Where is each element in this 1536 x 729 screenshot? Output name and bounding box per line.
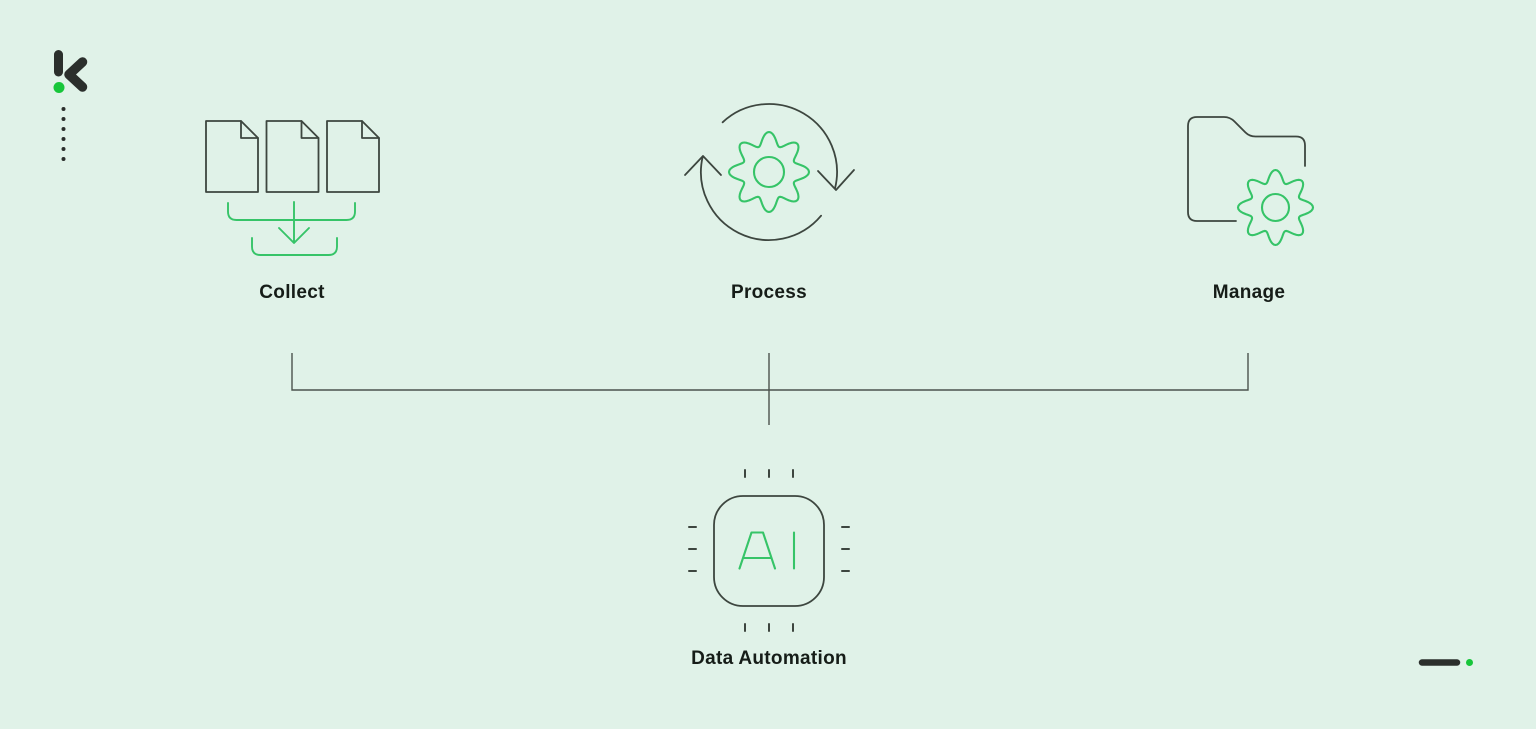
chip-pins [688, 469, 850, 632]
document-fold [361, 120, 380, 139]
documents-stack-icon [205, 120, 380, 256]
sync-arrowhead-right [817, 169, 855, 191]
document-icon [205, 120, 259, 193]
vertical-dotted-line [61, 107, 66, 161]
folder-icon [1187, 116, 1306, 222]
sync-arrowhead-left [684, 155, 722, 176]
sync-gear-icon [684, 103, 855, 241]
gear-hub [752, 155, 786, 189]
folder-gear-icon [1187, 116, 1315, 247]
chip-body [713, 495, 825, 607]
connector-bracket [291, 353, 1249, 391]
chip-letter-a [738, 531, 777, 570]
stage-label-collect: Collect [259, 282, 325, 303]
gear-icon [1236, 168, 1315, 247]
document-fold [300, 120, 320, 139]
hub-label-data-automation: Data Automation [691, 648, 847, 669]
ai-chip-icon [688, 469, 850, 632]
connector-lines [291, 353, 1249, 425]
sync-arc-top [721, 103, 838, 190]
gear-hub [1260, 192, 1291, 223]
tray-bracket [251, 237, 338, 256]
footer-green-dot [1466, 659, 1473, 666]
stage-label-manage: Manage [1212, 282, 1286, 303]
document-icon [265, 120, 320, 193]
gear-icon [727, 130, 811, 214]
brand-footer-mark [1418, 659, 1473, 666]
document-icon [326, 120, 380, 193]
gather-bracket [227, 202, 356, 221]
brand-logo [53, 50, 88, 93]
logo-green-dot [53, 82, 65, 93]
sync-arc-bottom [700, 155, 822, 241]
down-arrow-icon [278, 201, 310, 244]
logo-chevron [64, 57, 88, 92]
document-fold [240, 120, 259, 139]
stage-label-process: Process [730, 282, 808, 303]
